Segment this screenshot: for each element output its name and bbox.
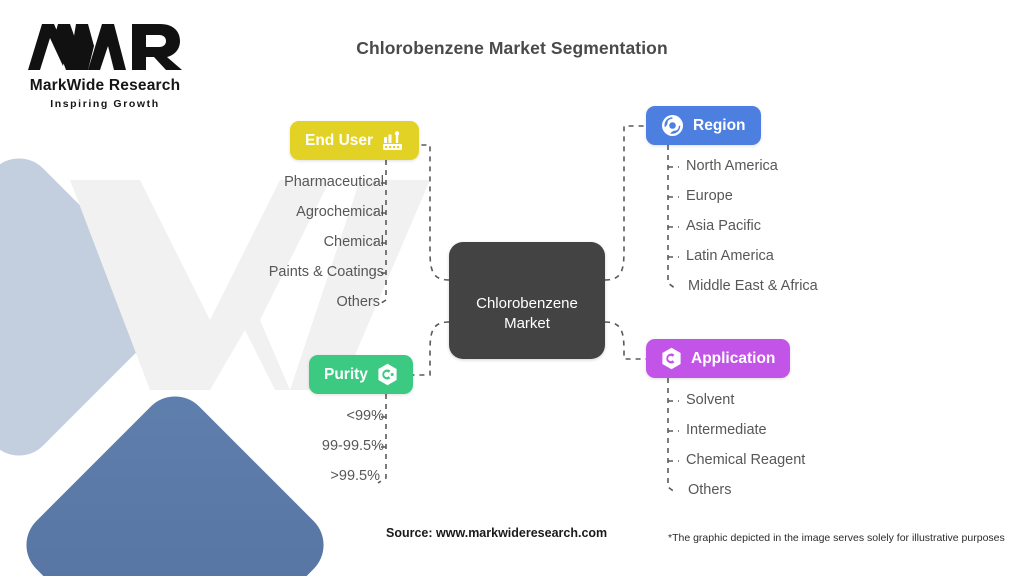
badge-application-label: Application (691, 349, 776, 367)
wire-center-region (604, 125, 646, 281)
logo-company-name: MarkWide Research (29, 77, 181, 94)
leaf-region-4: Middle East & Africa (688, 278, 818, 294)
center-node-label: Chlorobenzene Market (476, 294, 578, 359)
wire-region-trunk (667, 145, 677, 290)
wire-purity-trunk (377, 394, 387, 484)
leaf-end-user-1: Agrochemical (296, 204, 384, 220)
brand-logo: MarkWide Research Inspiring Growth (20, 18, 190, 110)
globe-icon (661, 114, 684, 137)
leaf-end-user-2: Chemical (323, 234, 384, 250)
leaf-region-2: Asia Pacific (686, 218, 761, 234)
logo-mark-icon (28, 24, 182, 70)
page-title: Chlorobenzene Market Segmentation (356, 38, 668, 58)
leaf-region-3: Latin America (686, 248, 774, 264)
center-node-line2: Market (504, 315, 550, 332)
source-label: Source: www.markwideresearch.com (386, 526, 608, 540)
disclaimer-label: *The graphic depicted in the image serve… (668, 532, 1005, 544)
badge-purity[interactable]: Purity (309, 355, 413, 394)
leaf-application-3: Others (688, 482, 732, 498)
badge-end-user[interactable]: End User (290, 121, 420, 160)
leaf-end-user-3: Paints & Coatings (268, 264, 384, 280)
leaf-application-2: Chemical Reagent (686, 452, 806, 468)
wire-application-trunk (667, 378, 677, 494)
badge-region-label: Region (693, 116, 746, 134)
wire-center-purity (409, 321, 450, 376)
leaf-region-0: North America (686, 158, 778, 174)
leaf-region-1: Europe (686, 188, 733, 204)
hexagon-c-icon-purity (377, 363, 398, 386)
factory-icon (382, 130, 404, 151)
leaf-purity-2: >99.5% (330, 468, 380, 484)
badge-purity-label: Purity (324, 365, 368, 383)
leaf-end-user-4: Others (336, 294, 380, 310)
wire-enduser-trunk (377, 160, 387, 306)
leaf-application-1: Intermediate (686, 422, 767, 438)
badge-region[interactable]: Region (646, 106, 761, 145)
wire-center-application (604, 321, 646, 360)
hexagon-c-icon-application (661, 347, 682, 370)
leaf-end-user-0: Pharmaceutical (284, 174, 384, 190)
wire-center-enduser (408, 144, 450, 281)
center-node: Chlorobenzene Market (449, 242, 605, 359)
badge-application[interactable]: Application (646, 339, 791, 378)
logo-tagline: Inspiring Growth (50, 98, 160, 110)
leaf-purity-0: <99% (346, 408, 385, 424)
center-node-line1: Chlorobenzene (476, 295, 578, 312)
badge-end-user-label: End User (305, 131, 374, 149)
leaf-purity-1: 99-99.5% (321, 438, 384, 454)
leaf-application-0: Solvent (686, 392, 735, 408)
